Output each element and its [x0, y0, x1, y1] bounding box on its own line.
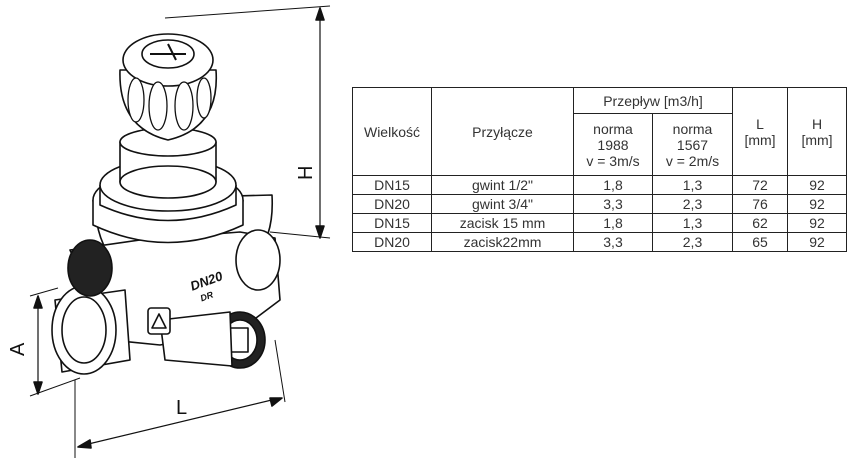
table-row: DN20 zacisk22mm 3,3 2,3 65 92 [352, 232, 847, 252]
header-length: L [mm] [732, 87, 788, 176]
header-height-symbol: H [811, 115, 823, 132]
body-marking-code: DR [199, 289, 215, 303]
header-flow: Przepływ [m3/h] [573, 87, 733, 114]
cell-size: DN15 [352, 213, 432, 233]
cell-flow-1988: 3,3 [573, 232, 653, 252]
valve-technical-drawing: H A L DN20 DR [7, 5, 331, 458]
norm-1988-line3: v = 3m/s [586, 152, 640, 169]
header-length-symbol: L [756, 115, 764, 132]
cell-length: 62 [732, 213, 788, 233]
cell-size: DN20 [352, 194, 432, 214]
cell-flow-1567: 1,3 [652, 213, 733, 233]
table-row: DN20 gwint 3/4" 3,3 2,3 76 92 [352, 194, 847, 214]
cell-size: DN15 [352, 175, 432, 195]
cell-flow-1567: 2,3 [652, 232, 733, 252]
cell-length: 65 [732, 232, 788, 252]
cell-size: DN20 [352, 232, 432, 252]
cell-flow-1988: 1,8 [573, 175, 653, 195]
cell-length: 72 [732, 175, 788, 195]
cell-flow-1988: 1,8 [573, 213, 653, 233]
cell-height: 92 [787, 213, 847, 233]
table-row: DN15 zacisk 15 mm 1,8 1,3 62 92 [352, 213, 847, 233]
dimension-label-h: H [295, 166, 317, 180]
cell-connection: zacisk 15 mm [431, 213, 574, 233]
cell-height: 92 [787, 232, 847, 252]
norm-1567-line2: 1567 [676, 136, 709, 153]
table-row: DN15 gwint 1/2" 1,8 1,3 72 92 [352, 175, 847, 195]
cell-length: 76 [732, 194, 788, 214]
cell-flow-1567: 2,3 [652, 194, 733, 214]
norm-1988-line2: 1988 [597, 136, 629, 153]
dimension-label-l: L [176, 397, 187, 419]
header-flow-norm-1567: norma 1567 v = 2m/s [652, 113, 733, 176]
header-connection: Przyłącze [431, 87, 574, 176]
cell-height: 92 [787, 194, 847, 214]
header-height: H [mm] [787, 87, 847, 176]
header-height-unit: [mm] [801, 131, 833, 148]
header-length-unit: [mm] [744, 131, 776, 148]
specification-table: Wielkość Przyłącze Przepływ [m3/h] L [mm… [352, 87, 847, 252]
cell-flow-1988: 3,3 [573, 194, 653, 214]
cell-connection: gwint 3/4" [431, 194, 574, 214]
norm-1988-line1: norma [593, 120, 633, 137]
cell-flow-1567: 1,3 [652, 175, 733, 195]
cell-height: 92 [787, 175, 847, 195]
header-size: Wielkość [352, 87, 432, 176]
header-flow-norm-1988: norma 1988 v = 3m/s [573, 113, 653, 176]
cell-connection: zacisk22mm [431, 232, 574, 252]
dimension-label-a: A [7, 342, 29, 356]
cell-connection: gwint 1/2" [431, 175, 574, 195]
norm-1567-line1: norma [672, 120, 713, 137]
norm-1567-line3: v = 2m/s [665, 152, 720, 169]
